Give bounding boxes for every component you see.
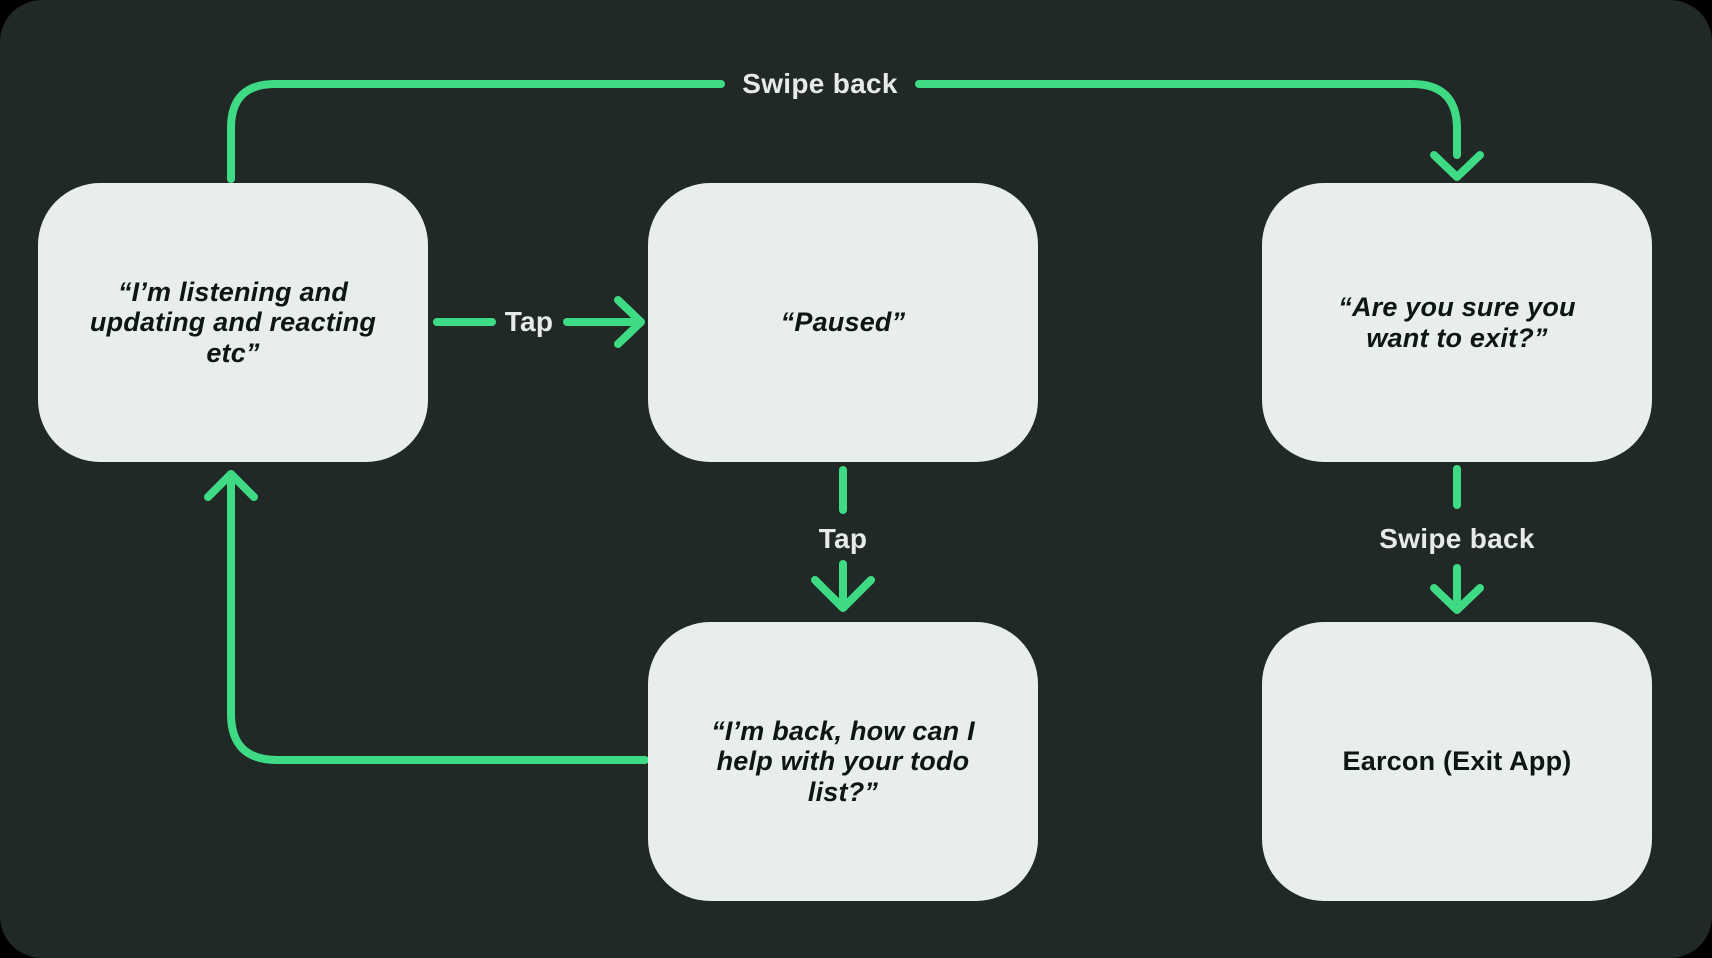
edge-label-tap-vertical: Tap [818,523,868,554]
node-back-todo: “I’m back, how can I help with your todo… [648,622,1038,901]
node-exit-confirm: “Are you sure you want to exit?” [1262,183,1652,462]
node-paused-text: “Paused” [780,307,906,338]
edge-label-tap-horizontal: Tap [504,306,554,337]
arrow-line [227,80,725,183]
edge-loop-back [204,470,649,764]
arrowhead-down-icon [1430,151,1484,181]
arrowhead-down-icon [1430,584,1484,614]
node-listening: “I’m listening and updating and reacting… [38,183,428,462]
edge-label-swipe-back-right: Swipe back [1379,523,1535,554]
arrow-line [915,80,1461,159]
node-earcon-exit: Earcon (Exit App) [1262,622,1652,901]
arrowhead-right-icon [614,296,645,348]
node-back-todo-text: “I’m back, how can I help with your todo… [711,715,975,807]
node-paused: “Paused” [648,183,1038,462]
edge-label-swipe-back-top: Swipe back [742,68,898,99]
arrowhead-up-icon [204,470,258,501]
node-exit-confirm-text: “Are you sure you want to exit?” [1338,292,1576,353]
arrow-line [227,479,649,764]
node-earcon-exit-text: Earcon (Exit App) [1342,746,1572,777]
node-listening-text: “I’m listening and updating and reacting… [89,276,377,368]
arrowhead-down-icon [811,576,875,612]
